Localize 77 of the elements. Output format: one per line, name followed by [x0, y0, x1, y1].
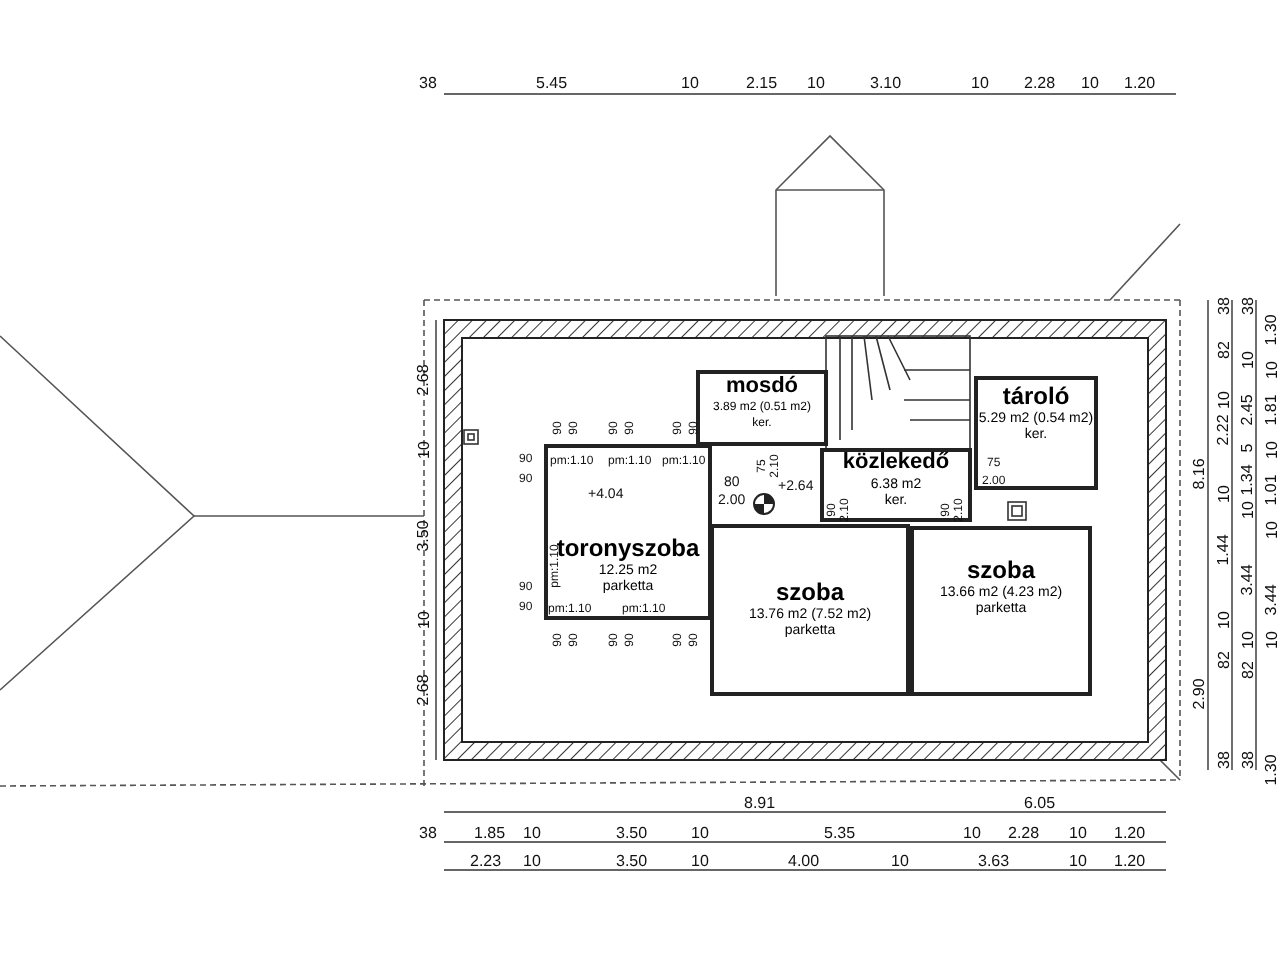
dimension-label: 10 — [963, 826, 981, 842]
dimension-label: 3.44 — [1239, 564, 1256, 596]
dimension-label: 82 — [1215, 651, 1232, 669]
dimension-label: 10 — [1263, 631, 1280, 649]
dimension-label: 38 — [1215, 751, 1232, 769]
dimension-label: 10 — [415, 441, 432, 459]
dimension-label: 1.01 — [1263, 474, 1280, 506]
dimension-label: 3.50 — [415, 520, 432, 552]
dimension-label: 5.45 — [536, 76, 568, 92]
dimension-label: 1.30 — [1263, 754, 1280, 786]
dimension-label: 38 — [419, 76, 437, 92]
dimension-label: 82 — [1239, 661, 1256, 679]
dimension-label: 2.45 — [1239, 394, 1256, 426]
dimension-label: 38 — [419, 826, 437, 842]
dimension-label: 3.63 — [978, 854, 1010, 870]
dimension-label: 10 — [1263, 361, 1280, 379]
dimension-label: 3.50 — [616, 854, 648, 870]
dimension-label: 1.30 — [1263, 314, 1280, 346]
dimension-label: 10 — [971, 76, 989, 92]
dimension-label: 2.90 — [1191, 678, 1208, 710]
room-outline — [710, 524, 910, 696]
dimension-label: 10 — [1263, 521, 1280, 539]
dimension-label: 10 — [523, 854, 541, 870]
dimension-label: 2.28 — [1024, 76, 1056, 92]
dimension-label: 1.44 — [1215, 534, 1232, 566]
room-name: közlekedő — [840, 452, 952, 476]
dimension-label: 38 — [1239, 297, 1256, 315]
dimension-label: 2.28 — [1008, 826, 1040, 842]
dimension-label: 82 — [1215, 341, 1232, 359]
dimension-label: 5 — [1240, 443, 1257, 453]
dimension-label: 8.91 — [744, 796, 776, 812]
room-outline — [910, 526, 1092, 696]
dimension-label: 3.50 — [616, 826, 648, 842]
dimension-label: 10 — [1215, 391, 1232, 409]
dimension-label: 4.00 — [788, 854, 820, 870]
dimension-label: 10 — [807, 76, 825, 92]
dimension-label: 10 — [1263, 441, 1280, 459]
dimension-label: 38 — [1215, 297, 1232, 315]
dimension-label: 2.22 — [1215, 414, 1232, 446]
dimension-label: 3.10 — [870, 76, 902, 92]
dimension-label: 1.20 — [1114, 826, 1146, 842]
dimension-label: 10 — [1239, 501, 1256, 519]
dimension-label: 10 — [891, 854, 909, 870]
dimension-label: 3.44 — [1263, 584, 1280, 616]
dimension-label: 2.23 — [470, 854, 502, 870]
dimension-label: 5.35 — [824, 826, 856, 842]
dimension-label: 10 — [691, 854, 709, 870]
dimension-label: 10 — [1215, 485, 1232, 503]
dimension-label: 10 — [1239, 351, 1256, 369]
room-outline — [544, 444, 712, 620]
dimension-label: 10 — [1069, 854, 1087, 870]
dimension-label: 10 — [691, 826, 709, 842]
dimension-label: 1.85 — [474, 826, 506, 842]
dimension-label: 8.16 — [1191, 458, 1208, 490]
dimension-label: 1.20 — [1124, 76, 1156, 92]
dimension-label: 10 — [1081, 76, 1099, 92]
room-name: szoba — [964, 558, 1038, 584]
dimension-label: 2.15 — [746, 76, 778, 92]
dimension-label: 2.68 — [415, 364, 432, 396]
room-outline — [696, 370, 828, 446]
dimension-label: 2.68 — [415, 674, 432, 706]
room-outline — [974, 376, 1098, 490]
room-outline — [820, 448, 972, 522]
dimension-label: 10 — [681, 76, 699, 92]
room-name: szoba — [773, 580, 847, 606]
room-name: tároló — [1000, 384, 1072, 410]
dimension-label: 1.34 — [1239, 464, 1256, 496]
dimension-label: 1.20 — [1114, 854, 1146, 870]
dimension-label: 6.05 — [1024, 796, 1056, 812]
dimension-label: 10 — [1215, 611, 1232, 629]
dimension-label: 38 — [1239, 751, 1256, 769]
dimension-label: 10 — [415, 611, 432, 629]
dimension-label: 10 — [1069, 826, 1087, 842]
room-name: mosdó — [723, 376, 801, 400]
dimension-label: 10 — [523, 826, 541, 842]
dimension-label: 1.81 — [1263, 394, 1280, 426]
dimension-label: 10 — [1239, 631, 1256, 649]
